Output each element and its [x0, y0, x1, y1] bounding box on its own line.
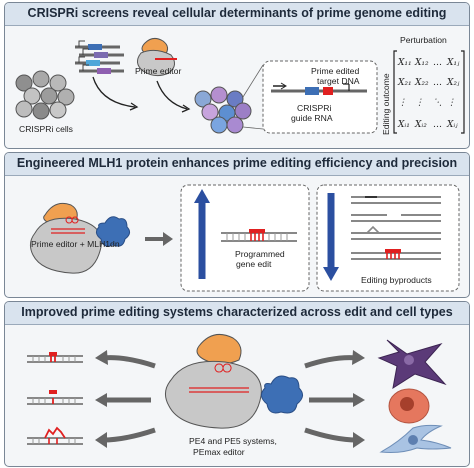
- byproducts-label: Editing byproducts: [361, 275, 432, 285]
- round-cell-icon: [388, 388, 430, 424]
- insertion-edit-dna-icon: [27, 390, 83, 405]
- merge-arrow-1: [92, 76, 136, 108]
- editor-mlh1dn-label: Prime editor + MLH1dn: [31, 239, 120, 249]
- arrowhead-icon: [95, 350, 108, 365]
- systems-label-2: PEmax editor: [193, 447, 245, 457]
- panel-header: Improved prime editing systems character…: [5, 302, 469, 325]
- prime-editor-complex-icon: [29, 202, 102, 274]
- arrowhead-icon: [352, 350, 365, 365]
- merge-arrow-2: [156, 80, 188, 110]
- programmed-label-1: Programmed: [235, 249, 285, 259]
- byproduct-dna-3-icon: [351, 225, 441, 240]
- guide-library-icon: [75, 40, 124, 74]
- byproduct-dna-4-icon: [351, 249, 441, 260]
- byproduct-dna-1-icon: [351, 196, 441, 204]
- crispri-cells-label: CRISPRi cells: [19, 124, 73, 134]
- matrix-cell: X₁ⱼ: [446, 58, 460, 68]
- panel-mlh1: Engineered MLH1 protein enhances prime e…: [4, 152, 470, 298]
- matrix-bracket-left: [393, 50, 397, 134]
- panel-title: Improved prime editing systems character…: [21, 305, 453, 319]
- mlh1-diagram: Prime editor + MLH1dn Programmed gene ed…: [29, 184, 460, 292]
- panel-header: CRISPRi screens reveal cellular determin…: [5, 3, 469, 26]
- arrow-to-neuron: [304, 355, 358, 369]
- arrowhead-icon: [163, 232, 173, 246]
- matrix-cell: ⋱: [433, 98, 442, 108]
- arrowhead-icon: [181, 104, 191, 113]
- panel-header: Engineered MLH1 protein enhances prime e…: [5, 153, 469, 176]
- target-dna-label-1: Prime edited: [311, 66, 359, 76]
- matrix-cell: X₂₂: [414, 78, 429, 88]
- byproduct-dna-2-icon: [351, 214, 441, 222]
- matrix-cell: …: [433, 78, 442, 88]
- transduced-cells-icon: [194, 86, 252, 134]
- pe-system-editor-icon: [165, 333, 262, 429]
- panel-crispri-screens: CRISPRi screens reveal cellular determin…: [4, 2, 470, 149]
- edited-dna-icon: [271, 82, 367, 95]
- perturbation-label: Perturbation: [400, 35, 447, 45]
- prime-editor-icon: [137, 37, 177, 77]
- fibroblast-cell-icon: [379, 424, 452, 453]
- neuron-cell-icon: [377, 339, 447, 390]
- arrowhead-icon: [129, 102, 139, 111]
- target-dna-label-2: target DNA: [317, 76, 360, 86]
- editing-outcome-label: Editing outcome: [381, 73, 391, 135]
- prime-editor-label: Prime editor: [135, 66, 181, 76]
- zoom-lines: [242, 64, 264, 130]
- arrowhead-icon: [95, 432, 107, 448]
- substitution-edit-dna-icon: [27, 352, 83, 363]
- arrowhead-icon: [194, 189, 210, 203]
- systems-label-1: PE4 and PE5 systems,: [189, 436, 277, 446]
- programmed-label-2: gene edit: [236, 259, 272, 269]
- matrix-cell: ⋮: [447, 98, 456, 108]
- mlh1dn-icon: [95, 216, 131, 247]
- arrow-to-substitution: [102, 355, 156, 369]
- improved-diagram: PE4 and PE5 systems, PEmax editor: [27, 333, 452, 457]
- matrix-cell: …: [433, 120, 442, 130]
- matrix-cell: Xᵢ₂: [414, 120, 427, 130]
- matrix-cell: X₁₂: [414, 58, 429, 68]
- matrix-cell: ⋮: [415, 98, 424, 108]
- arrowhead-icon: [353, 432, 365, 448]
- matrix-cell: Xᵢⱼ: [446, 120, 458, 130]
- screens-diagram: CRISPRi cells Prime editor: [15, 35, 465, 135]
- panel-improved-systems: Improved prime editing systems character…: [4, 301, 470, 467]
- panel-title: Engineered MLH1 protein enhances prime e…: [16, 156, 458, 170]
- matrix-cell: X₁₁: [397, 58, 412, 68]
- matrix-cell: ⋮: [398, 98, 407, 108]
- deletion-edit-dna-icon: [27, 426, 83, 445]
- matrix-cell: Xᵢ₁: [397, 120, 410, 130]
- guide-label-1: CRISPRi: [297, 103, 331, 113]
- programmed-edit-dna-icon: [221, 229, 297, 242]
- arrowhead-icon: [95, 393, 107, 407]
- zoom-box: [262, 60, 378, 134]
- arrow-to-deletion: [102, 427, 156, 443]
- guide-label-2: guide RNA: [291, 113, 333, 123]
- matrix-cell: X₂₁: [397, 78, 412, 88]
- arrow-to-fibroblast: [304, 427, 358, 443]
- matrix-cell: …: [433, 58, 442, 68]
- matrix-bracket-right: [461, 50, 465, 134]
- arrowhead-icon: [323, 267, 339, 281]
- matrix-cell: X₂ⱼ: [446, 78, 460, 88]
- arrowhead-icon: [353, 393, 365, 407]
- mlh1dn-icon: [261, 375, 303, 414]
- panel-title: CRISPRi screens reveal cellular determin…: [27, 6, 447, 20]
- crispri-cells-icon: [15, 70, 75, 120]
